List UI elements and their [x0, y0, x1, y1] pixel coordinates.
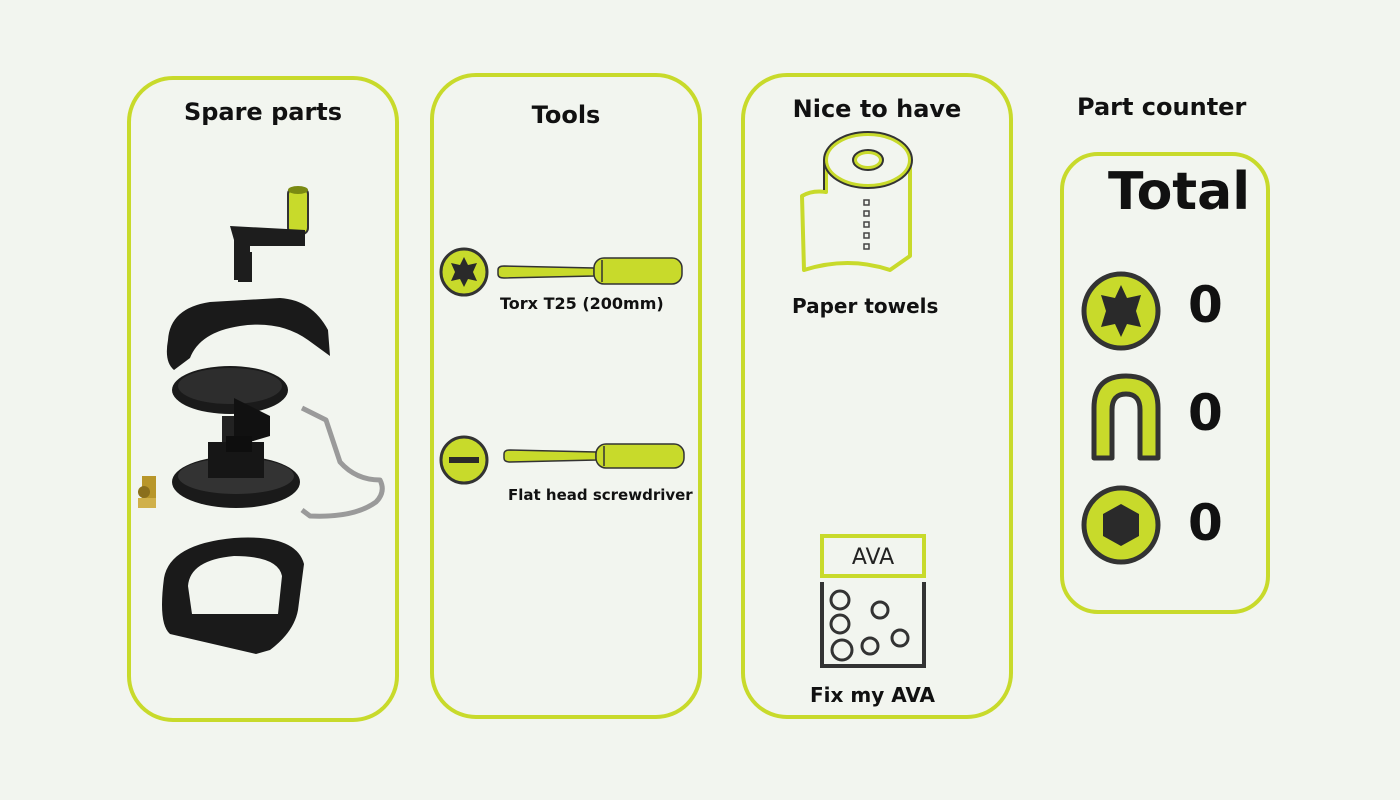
nice-to-have-panel: Nice to have	[741, 73, 1013, 719]
torx-screwdriver-icon	[497, 257, 683, 285]
paper-towels-label: Paper towels	[792, 294, 939, 318]
flat-tool-label: Flat head screwdriver	[508, 486, 693, 504]
paper-towel-icon	[800, 131, 913, 272]
torx-screw-count: 0	[1188, 276, 1223, 334]
tools-title: Tools	[531, 101, 601, 129]
tools-panel: Tools	[430, 73, 702, 719]
exploded-parts-illustration	[138, 186, 385, 654]
brass-fitting-part	[138, 476, 156, 508]
hex-screw-icon	[1081, 485, 1161, 565]
top-cover-part	[166, 298, 330, 370]
part-counter-title: Part counter	[1077, 93, 1247, 121]
fan-base-part	[172, 436, 300, 508]
nice-to-have-title: Nice to have	[792, 95, 962, 123]
flat-bit-icon	[439, 435, 489, 485]
torx-tool-label: Torx T25 (200mm)	[500, 294, 664, 313]
u-clip-count: 0	[1188, 384, 1223, 442]
torx-screw-icon	[1081, 271, 1161, 351]
flat-screwdriver-icon	[503, 443, 685, 469]
total-label: Total	[1108, 162, 1251, 222]
crank-handle-part	[230, 186, 309, 282]
u-clip-icon	[1091, 373, 1161, 461]
fix-my-ava-icon	[820, 534, 926, 668]
lower-frame-part	[162, 537, 304, 654]
spare-parts-title: Spare parts	[183, 98, 343, 126]
torx-bit-icon	[439, 247, 489, 297]
fix-my-ava-label: Fix my AVA	[810, 683, 935, 707]
ava-box-text: AVA	[851, 545, 895, 570]
hex-screw-count: 0	[1188, 494, 1223, 552]
wire-part	[300, 405, 385, 519]
